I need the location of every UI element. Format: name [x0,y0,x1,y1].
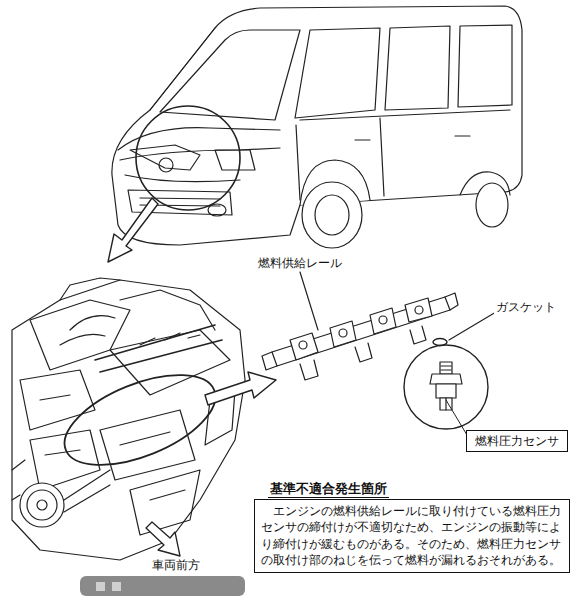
part-label: ガスケット [494,300,558,314]
fuel-rail-drawing [262,293,458,380]
direction-label: 車両前方 [150,558,202,572]
engine-drawing [12,278,245,560]
box-text: 燃料圧力センサ [475,434,559,448]
note-heading-row: 基準不適合発生箇所 [254,478,570,500]
note-heading: 基準不適合発生箇所 [268,481,389,500]
label-box: 燃料圧力センサ [466,430,568,452]
sensor-drawing [430,362,462,410]
part-label: 燃料供給レール [256,256,344,270]
van-drawing [112,6,522,248]
note-text: エンジンの燃料供給レールに取り付けている燃料圧力センサの締付けが不適切なため、エ… [254,499,570,573]
note-box: 基準不適合発生箇所エンジンの燃料供給レールに取り付けている燃料圧力センサの締付け… [254,478,570,573]
viewer-toolbar [80,576,245,596]
